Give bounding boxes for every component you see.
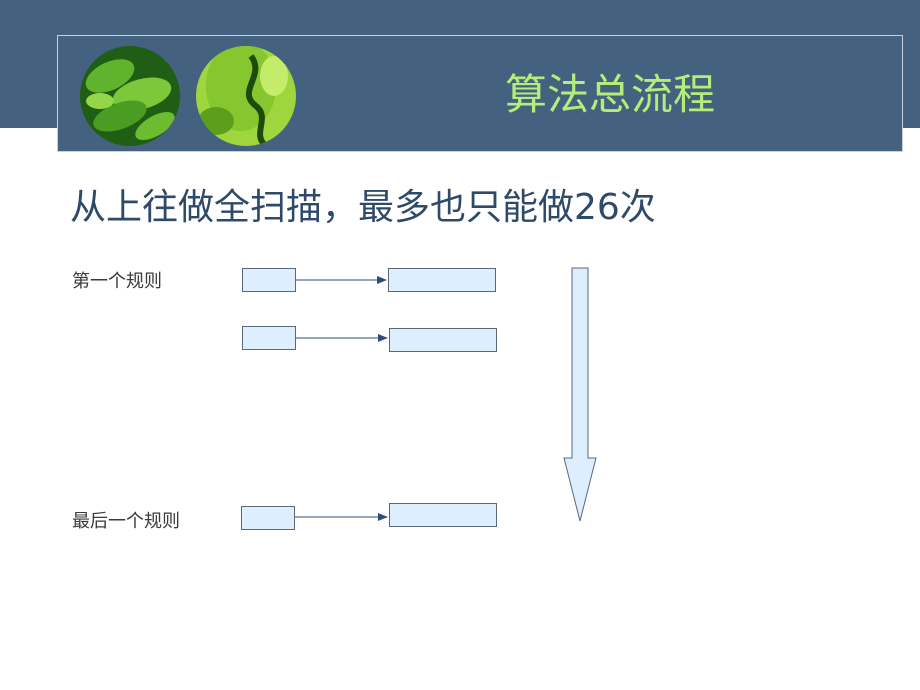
scan-direction-arrow bbox=[563, 267, 597, 522]
slide-subtitle: 从上往做全扫描，最多也只能做26次 bbox=[70, 187, 656, 228]
leaf-photo-right bbox=[196, 46, 296, 146]
rule-2-condition-box bbox=[242, 326, 296, 350]
rule-2-action-box bbox=[389, 328, 497, 352]
rule-1-action-box bbox=[388, 268, 496, 292]
last-rule-condition-box bbox=[241, 506, 295, 530]
slide-title: 算法总流程 bbox=[504, 70, 715, 119]
first-rule-label: 第一个规则 bbox=[72, 271, 162, 292]
leaf-photo-left bbox=[80, 46, 180, 146]
last-rule-action-box bbox=[389, 503, 497, 527]
rule-1-condition-box bbox=[242, 268, 296, 292]
last-rule-label: 最后一个规则 bbox=[72, 511, 180, 532]
